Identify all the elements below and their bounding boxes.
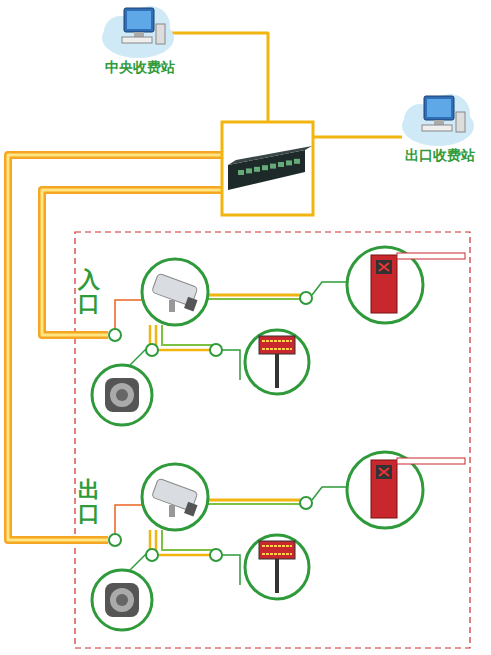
station-node: 出口收费站 xyxy=(403,146,477,166)
switch-port xyxy=(286,160,292,165)
switch-port xyxy=(278,162,284,167)
lane-label: 入口 xyxy=(78,268,100,316)
station-label: 中央收费站 xyxy=(103,58,177,78)
switch-port xyxy=(254,167,260,172)
station-node: 中央收费站 xyxy=(103,58,177,78)
switch-port xyxy=(262,165,268,170)
lane-label: 出口 xyxy=(78,478,100,526)
switch-port xyxy=(270,164,276,169)
switch-port xyxy=(294,159,300,164)
switch-port xyxy=(238,170,244,175)
switch-port xyxy=(246,168,252,173)
station-label: 出口收费站 xyxy=(403,146,477,166)
